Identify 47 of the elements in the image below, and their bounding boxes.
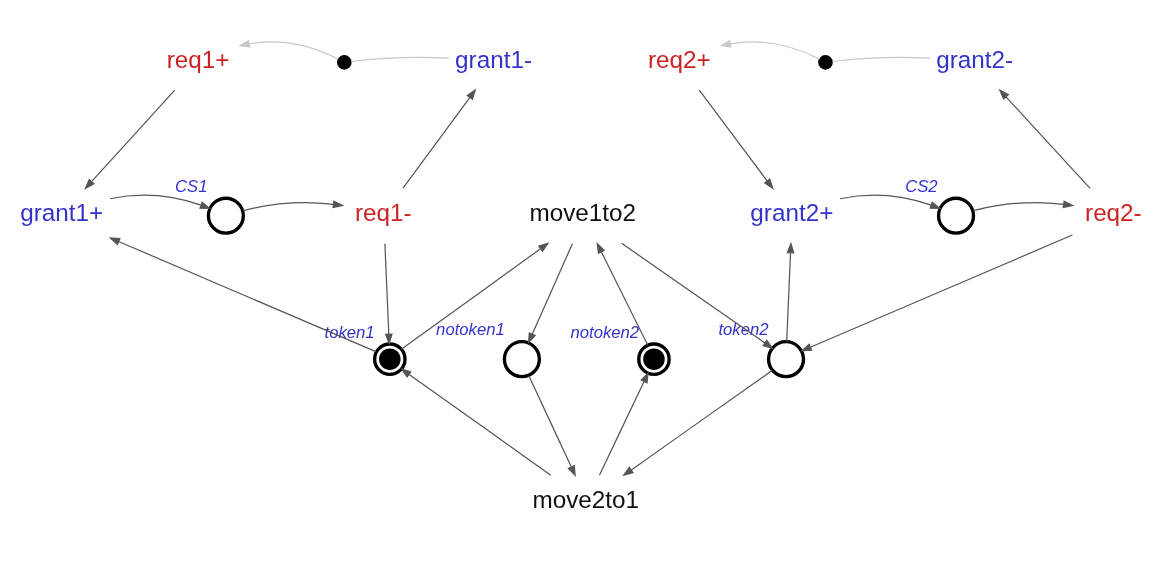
node-text: req2- <box>1085 198 1142 226</box>
arrow <box>528 374 576 477</box>
arrow <box>622 369 773 476</box>
connector <box>350 56 450 62</box>
node-dot <box>336 54 352 70</box>
arrow <box>786 241 795 342</box>
arrow <box>839 194 942 209</box>
node-dot <box>818 54 833 70</box>
arrow <box>384 242 393 345</box>
node-label: notoken1 <box>436 319 505 339</box>
arrow <box>242 199 345 211</box>
arrow <box>401 241 550 350</box>
arrow <box>402 88 477 189</box>
arrow <box>527 242 574 344</box>
arrow <box>719 39 820 60</box>
arrow <box>109 194 212 209</box>
node-label: CS2 <box>905 176 938 196</box>
node-bullseye <box>372 341 407 376</box>
node-text: req1- <box>354 198 412 226</box>
arrow <box>800 233 1073 351</box>
node-circle <box>766 339 806 378</box>
arrow <box>698 88 774 190</box>
node-label: token1 <box>324 322 375 342</box>
arrow <box>108 236 377 352</box>
arrow <box>621 242 774 349</box>
node-bullseye <box>637 341 671 376</box>
node-label: notoken2 <box>570 322 640 342</box>
node-circle <box>206 196 245 235</box>
node-label: CS1 <box>175 176 208 196</box>
node-text: grant1- <box>455 45 532 73</box>
arrow <box>400 367 552 476</box>
arrow <box>238 39 339 60</box>
arrow <box>972 199 1075 211</box>
arrow <box>998 88 1091 189</box>
node-text: grant2+ <box>750 198 834 226</box>
node-text: grant1+ <box>20 198 104 226</box>
node-circle <box>502 339 541 378</box>
node-text: grant2- <box>936 45 1014 73</box>
node-text: req1+ <box>166 45 230 73</box>
node-circle <box>936 196 976 235</box>
arrow <box>596 241 649 345</box>
node-text: move2to1 <box>532 485 640 513</box>
connector <box>831 56 931 62</box>
node-text: req2+ <box>647 45 711 73</box>
arrow <box>84 88 176 190</box>
node-text: move1to2 <box>529 198 637 226</box>
arrow <box>598 371 649 476</box>
